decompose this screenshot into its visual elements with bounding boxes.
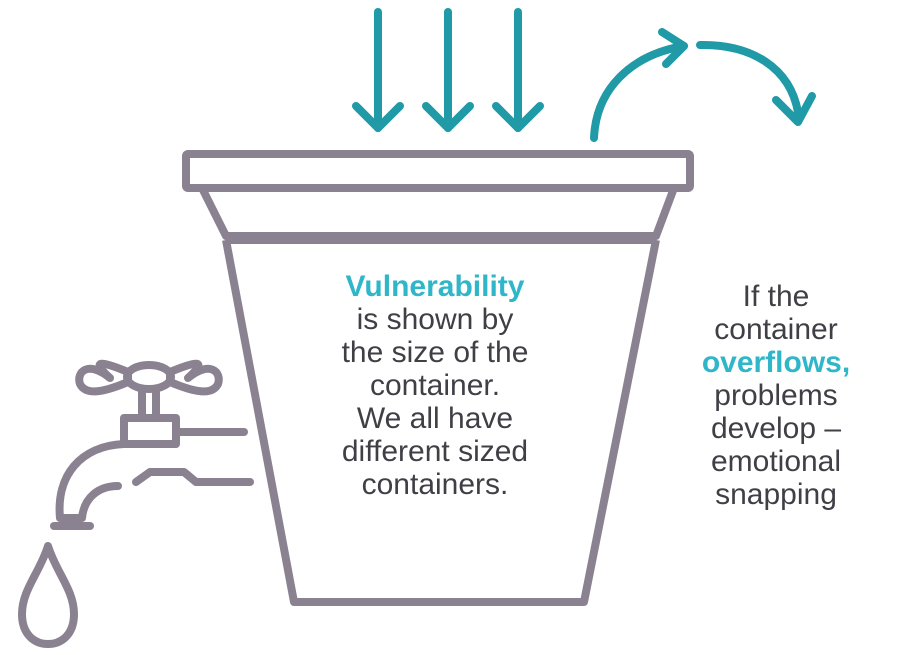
- container-description: Vulnerability is shown by the size of th…: [280, 272, 590, 503]
- description-line: problems: [714, 379, 838, 412]
- tap-icon: [50, 359, 254, 530]
- arrow-down-icon: [352, 8, 404, 132]
- description-line: develop –: [710, 412, 842, 445]
- water-drop-icon: [18, 542, 78, 648]
- description-line: containers.: [361, 468, 509, 501]
- description-line: different sized: [341, 435, 529, 468]
- description-line: container.: [369, 369, 501, 402]
- curved-arrow-icon: [590, 28, 816, 142]
- description-line: snapping: [715, 478, 837, 511]
- description-line: is shown by: [356, 303, 514, 336]
- arrow-down-icon: [422, 8, 474, 132]
- bucket-icon: [182, 150, 694, 606]
- description-line: container: [714, 313, 838, 346]
- description-line: the size of the: [341, 336, 529, 369]
- keyword-overflows: overflows,: [701, 346, 851, 379]
- description-line: If the: [742, 280, 810, 313]
- keyword-vulnerability: Vulnerability: [345, 270, 525, 303]
- arrow-down-icon: [492, 8, 544, 132]
- description-line: We all have: [356, 402, 514, 435]
- description-line: emotional: [710, 445, 842, 478]
- overflow-description: If the container overflows, problems dev…: [676, 282, 876, 513]
